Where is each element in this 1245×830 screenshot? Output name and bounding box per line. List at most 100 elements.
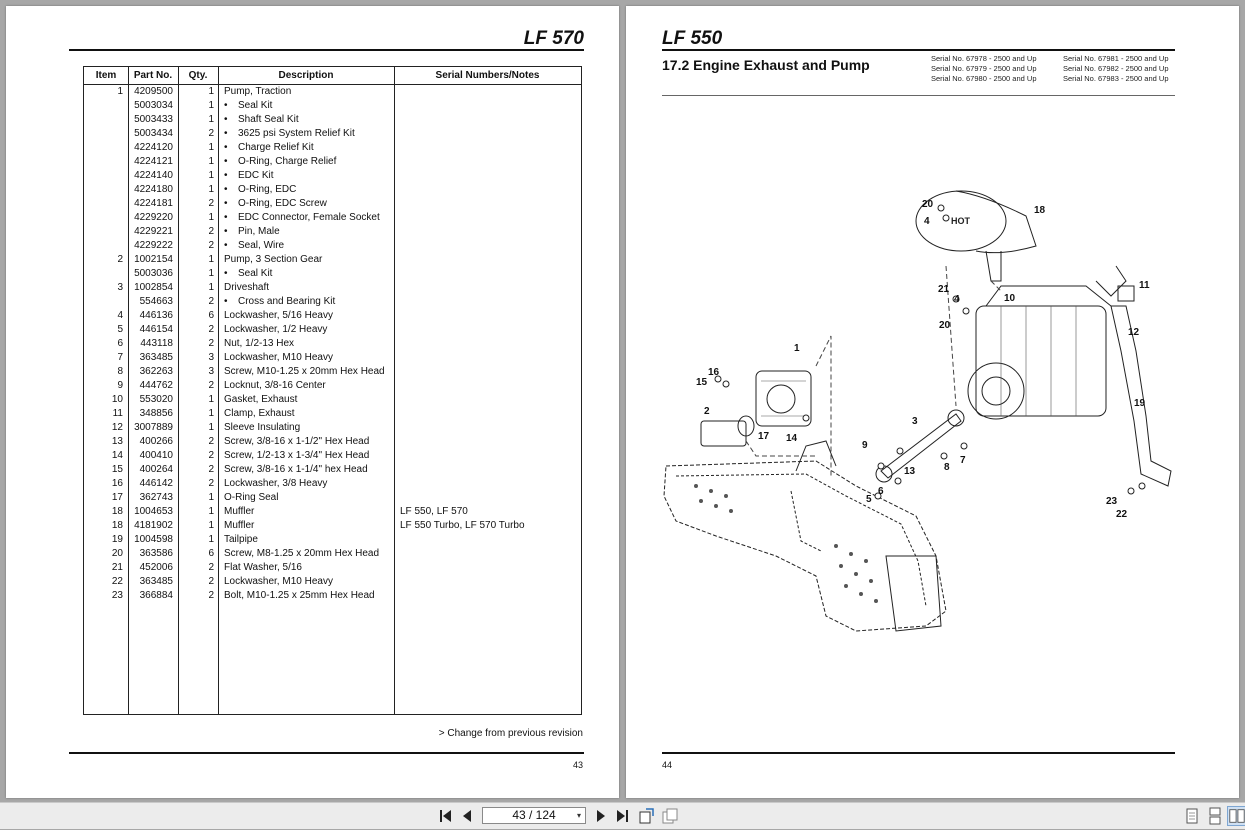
description: •EDC Connector, Female Socket (224, 211, 392, 225)
quantity: 1 (208, 170, 214, 181)
header-description: Description (278, 70, 334, 81)
part-number: 4224140 (134, 170, 173, 181)
quantity: 1 (208, 534, 214, 545)
quantity: 2 (208, 338, 214, 349)
header-serial-notes: Serial Numbers/Notes (435, 70, 540, 81)
serial-notes: LF 550 Turbo, LF 570 Turbo (400, 520, 525, 531)
description-text: Locknut, 3/8-16 Center (224, 380, 326, 391)
description: Flat Washer, 5/16 (224, 561, 392, 575)
quantity: 3 (208, 366, 214, 377)
callout: 14 (786, 433, 798, 444)
description: Screw, M10-1.25 x 20mm Hex Head (224, 365, 392, 379)
callout: 1 (794, 343, 800, 354)
item-number: 19 (111, 534, 123, 545)
description-text: EDC Connector, Female Socket (238, 212, 380, 223)
description: Clamp, Exhaust (224, 407, 392, 421)
description-text: Muffler (224, 520, 255, 531)
quantity: 1 (208, 114, 214, 125)
item-number: 3 (117, 282, 123, 293)
quantity: 1 (208, 268, 214, 279)
rotate-icon[interactable] (637, 806, 657, 826)
description-text: Pump, Traction (224, 86, 292, 97)
part-number: 443118 (140, 338, 173, 349)
quantity: 1 (208, 184, 214, 195)
description-text: O-Ring, EDC Screw (238, 198, 327, 209)
description-text: Tailpipe (224, 534, 258, 545)
part-number: 362743 (139, 492, 173, 503)
description-text: Lockwasher, 3/8 Heavy (224, 478, 328, 489)
quantity: 2 (208, 464, 214, 475)
bullet-icon: • (224, 156, 228, 167)
part-number: 4224120 (134, 142, 173, 153)
quantity: 1 (208, 408, 214, 419)
quantity: 1 (208, 492, 214, 503)
section-rule (662, 95, 1175, 96)
rotate-alt-icon[interactable] (660, 806, 680, 826)
description: •Seal Kit (224, 99, 392, 113)
part-number: 446136 (139, 310, 173, 321)
quantity: 1 (208, 282, 214, 293)
right-page: LF 550 17.2 Engine Exhaust and Pump Seri… (626, 6, 1239, 798)
callout: 2 (704, 406, 710, 417)
item-number: 11 (112, 408, 123, 419)
description-text: Seal Kit (238, 268, 273, 279)
header-divider (84, 84, 581, 85)
description: •Charge Relief Kit (224, 141, 392, 155)
bullet-icon: • (224, 142, 228, 153)
description-text: Seal Kit (238, 100, 273, 111)
callout: 16 (708, 367, 720, 378)
bullet-icon: • (224, 296, 228, 307)
description-text: Lockwasher, M10 Heavy (224, 576, 333, 587)
callout: 7 (960, 455, 966, 466)
muffler-label: HOT (951, 216, 971, 226)
part-number: 366884 (139, 590, 173, 601)
continuous-view-icon[interactable] (1205, 806, 1225, 826)
item-number: 13 (111, 436, 123, 447)
next-page-icon[interactable] (590, 806, 610, 826)
double-page-view-button[interactable] (1227, 806, 1245, 826)
description: Screw, M8-1.25 x 20mm Hex Head (224, 547, 392, 561)
description-text: Seal, Wire (238, 240, 285, 251)
description: Lockwasher, M10 Heavy (224, 351, 392, 365)
description-text: Screw, 3/8-16 x 1-1/2" Hex Head (224, 436, 370, 447)
description-text: Screw, M8-1.25 x 20mm Hex Head (224, 548, 380, 559)
quantity: 2 (208, 590, 214, 601)
callout: 20 (939, 320, 951, 331)
quantity: 2 (208, 478, 214, 489)
first-page-icon[interactable] (436, 806, 456, 826)
description: Gasket, Exhaust (224, 393, 392, 407)
bullet-icon: • (224, 240, 228, 251)
item-number: 6 (117, 338, 123, 349)
callout: 6 (878, 486, 884, 497)
serial-notes: LF 550, LF 570 (400, 506, 468, 517)
description: Pump, Traction (224, 85, 392, 99)
page-indicator-select[interactable]: 43 / 124 ▾ (482, 807, 586, 824)
single-page-view-icon[interactable] (1182, 806, 1202, 826)
description-text: Muffler (224, 506, 255, 517)
description: Sleeve Insulating (224, 421, 392, 435)
description: Screw, 3/8-16 x 1-1/4" hex Head (224, 463, 392, 477)
part-number: 4209500 (134, 86, 173, 97)
part-number: 554663 (139, 296, 173, 307)
part-number: 3007889 (134, 422, 173, 433)
double-page-view-icon (1229, 809, 1245, 823)
description-text: Screw, 3/8-16 x 1-1/4" hex Head (224, 464, 368, 475)
part-number: 400410 (139, 450, 173, 461)
last-page-icon[interactable] (612, 806, 632, 826)
quantity: 1 (208, 254, 214, 265)
prev-page-icon[interactable] (458, 806, 478, 826)
description-text: Pin, Male (238, 226, 280, 237)
callout: 5 (866, 494, 872, 505)
quantity: 1 (208, 394, 214, 405)
part-number: 362263 (139, 366, 173, 377)
